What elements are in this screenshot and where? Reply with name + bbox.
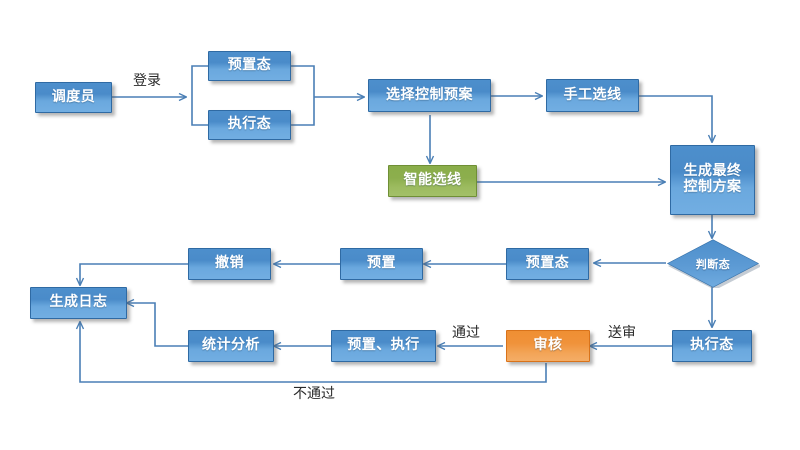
node-preset-state-2[interactable]: 预置态 [506, 248, 589, 280]
node-label: 执行态 [227, 116, 272, 133]
node-label: 预置 [367, 255, 396, 272]
node-preset[interactable]: 预置 [340, 248, 423, 280]
node-preset-state[interactable]: 预置态 [208, 51, 291, 81]
node-label: 调度员 [51, 88, 96, 105]
node-final-control-plan[interactable]: 生成最终控制方案 [670, 145, 755, 215]
edge-split-to-preset [191, 65, 208, 97]
edge-stat-to-gen-log [127, 303, 188, 347]
edge-label-not-pass: 不通过 [293, 386, 335, 402]
edge-label-submit: 送审 [608, 325, 636, 341]
node-label: 统计分析 [202, 337, 260, 354]
node-label: 生成日志 [49, 294, 108, 311]
edge-review-not-pass-to-gen-log [80, 322, 547, 383]
node-label: 执行态 [690, 337, 734, 354]
node-judge-state[interactable]: 判断态 [666, 239, 760, 288]
edge-label-pass: 通过 [452, 325, 480, 341]
node-label: 智能选线 [403, 172, 462, 189]
diamond-shape [666, 239, 760, 288]
node-review[interactable]: 审核 [506, 330, 590, 362]
node-dispatcher[interactable]: 调度员 [35, 82, 112, 113]
node-label: 手工选线 [563, 86, 622, 103]
node-label: 判断态 [695, 257, 731, 271]
edge-preset-to-merge [291, 65, 315, 97]
node-cancel[interactable]: 撤销 [188, 248, 271, 280]
node-label: 选择控制预案 [386, 86, 473, 103]
node-label: 预置、执行 [347, 337, 420, 354]
node-smart-line-selection[interactable]: 智能选线 [388, 165, 477, 197]
node-label: 预置态 [227, 57, 272, 74]
edge-exec-to-merge [291, 97, 315, 126]
node-manual-line-selection[interactable]: 手工选线 [546, 79, 639, 112]
edge-cancel-to-gen-log [80, 263, 188, 285]
node-generate-log[interactable]: 生成日志 [30, 287, 127, 319]
edge-manual-to-final [639, 95, 712, 142]
node-preset-and-execute[interactable]: 预置、执行 [331, 330, 436, 362]
edge-split-to-exec [191, 97, 208, 126]
node-exec-state-2[interactable]: 执行态 [672, 330, 752, 362]
node-label: 预置态 [525, 255, 570, 272]
node-label: 生成最终控制方案 [683, 163, 742, 195]
node-exec-state[interactable]: 执行态 [208, 110, 291, 140]
edge-label-login: 登录 [133, 73, 161, 89]
node-select-control-plan[interactable]: 选择控制预案 [368, 79, 491, 112]
node-label: 审核 [533, 337, 563, 354]
node-label: 撤销 [215, 255, 244, 272]
node-statistical-analysis[interactable]: 统计分析 [188, 330, 274, 362]
